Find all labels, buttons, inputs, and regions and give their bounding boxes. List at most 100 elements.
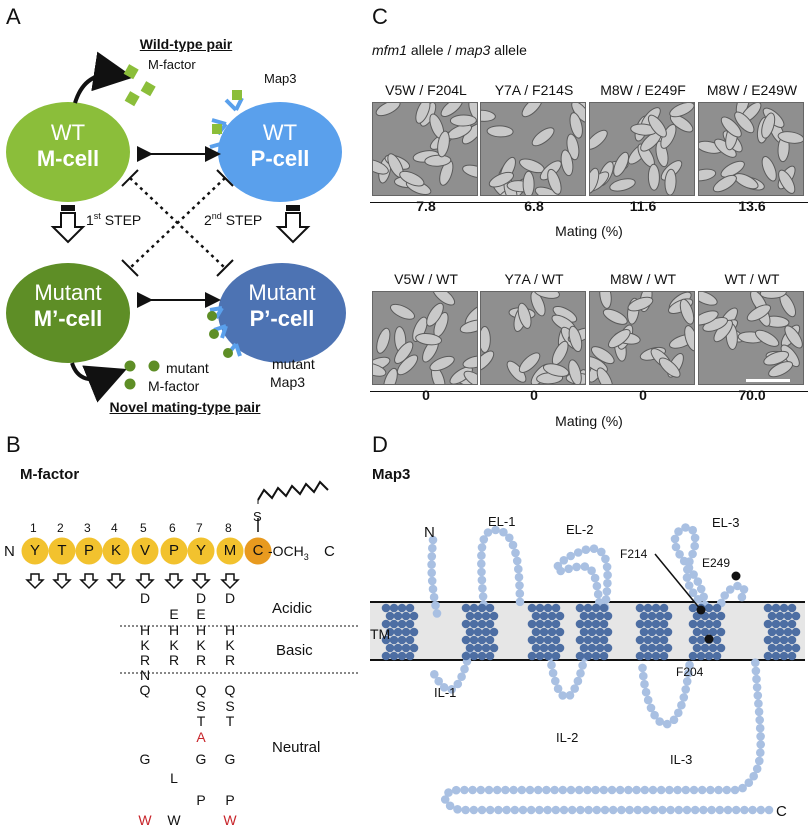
residue-bead — [579, 643, 589, 653]
residue-bead — [696, 635, 706, 645]
residue-bead — [389, 651, 399, 661]
residue-bead — [599, 635, 609, 645]
mating-percentage: 70.0 — [738, 387, 766, 403]
residue-bead — [683, 565, 692, 574]
residue-bead — [481, 643, 491, 653]
residue-bead — [767, 611, 777, 621]
substitution-letter: S — [196, 698, 206, 714]
inhibition-line — [129, 177, 226, 269]
residue-bead — [738, 783, 747, 793]
residue-bead — [688, 651, 698, 661]
residue-bead — [690, 805, 700, 815]
residue-bead — [615, 785, 625, 795]
residue-bead — [771, 651, 781, 661]
residue-bead — [385, 627, 395, 637]
residue-bead — [591, 651, 601, 661]
residue-position: 8 — [225, 521, 232, 535]
substitution-letter: P — [225, 792, 235, 808]
residue-bead — [381, 651, 391, 661]
residue-bead — [575, 651, 585, 661]
substitution-letter: W — [223, 812, 237, 828]
mating-percentage: 13.6 — [738, 198, 766, 214]
residue-bead — [685, 557, 694, 566]
residue-position: 4 — [111, 521, 118, 535]
substitution-letter: R — [168, 652, 180, 668]
residue-bead — [731, 805, 741, 815]
residue-bead — [791, 611, 801, 621]
residue-bead — [670, 534, 680, 544]
residue-bead — [515, 589, 525, 598]
map3-topology — [370, 523, 805, 815]
residue-bead — [587, 566, 596, 575]
residue-bead — [527, 619, 537, 629]
residue-bead — [602, 562, 612, 572]
residue-bead — [648, 785, 658, 795]
residue-bead — [779, 603, 789, 613]
residue-bead — [712, 635, 722, 645]
residue-circle — [160, 537, 188, 565]
residue-bead — [696, 619, 706, 629]
residue-bead — [603, 643, 613, 653]
residue-bead — [389, 619, 399, 629]
residue-bead — [539, 611, 549, 621]
residue-bead — [473, 611, 483, 621]
micrograph-image — [480, 291, 586, 385]
residue-bead — [485, 651, 495, 661]
residue-bead — [595, 627, 605, 637]
residue-bead — [775, 611, 785, 621]
residue-bead — [579, 627, 589, 637]
residue-bead — [405, 651, 415, 661]
residue-bead — [409, 627, 419, 637]
residue-bead — [706, 785, 715, 795]
mutant-m-cell-line1: Mutant — [34, 280, 102, 305]
residue-bead — [603, 627, 613, 637]
residue-bead — [690, 541, 699, 551]
residue-bead — [430, 670, 439, 679]
residue-bead — [477, 651, 487, 661]
residue-bead — [787, 603, 797, 613]
residue-bead — [397, 635, 407, 645]
residue-bead — [689, 785, 699, 795]
residue-bead — [590, 573, 600, 583]
residue-bead — [578, 661, 587, 670]
substitution-letter: P — [196, 792, 206, 808]
residue-bead — [465, 643, 475, 653]
wt-p-cell-ellipse — [218, 102, 342, 202]
residue-bead — [535, 619, 545, 629]
residue-bead — [756, 740, 765, 749]
micrograph-label: Y7A / WT — [504, 271, 564, 287]
panel-a-diagram — [6, 51, 346, 403]
residue-bead — [656, 785, 666, 795]
residue-bead — [518, 805, 528, 815]
residue-bead — [674, 805, 684, 815]
residue-bead — [527, 603, 537, 613]
residue-bead — [481, 611, 491, 621]
residue-bead — [733, 581, 742, 591]
residue-bead — [753, 691, 763, 700]
residue-bead — [641, 805, 651, 815]
residue-bead — [551, 651, 561, 661]
residue-bead — [461, 635, 471, 645]
panel-a-letter: A — [6, 4, 21, 29]
map3-label: Map3 — [264, 71, 297, 86]
m-factor-square — [124, 91, 140, 107]
micrograph-image — [372, 291, 478, 385]
residue-position: 1 — [30, 521, 37, 535]
residue-bead — [514, 564, 523, 574]
residue-bead — [465, 627, 475, 637]
residue-bead — [409, 611, 419, 621]
residue-bead — [651, 603, 661, 613]
residue-bead — [531, 627, 541, 637]
substitution-letter: H — [139, 622, 151, 638]
map3-title: Map3 — [372, 466, 411, 483]
substitution-letter: A — [196, 729, 206, 745]
substitution-arrow — [52, 573, 72, 590]
residue-bead — [461, 603, 471, 613]
residue-bead — [539, 627, 549, 637]
wt-p-cell-line2: P-cell — [250, 146, 310, 171]
residue-bead — [543, 651, 553, 661]
residue-bead — [479, 535, 489, 544]
residue-bead — [639, 627, 649, 637]
residue-bead — [671, 542, 681, 552]
residue-bead — [720, 591, 729, 600]
